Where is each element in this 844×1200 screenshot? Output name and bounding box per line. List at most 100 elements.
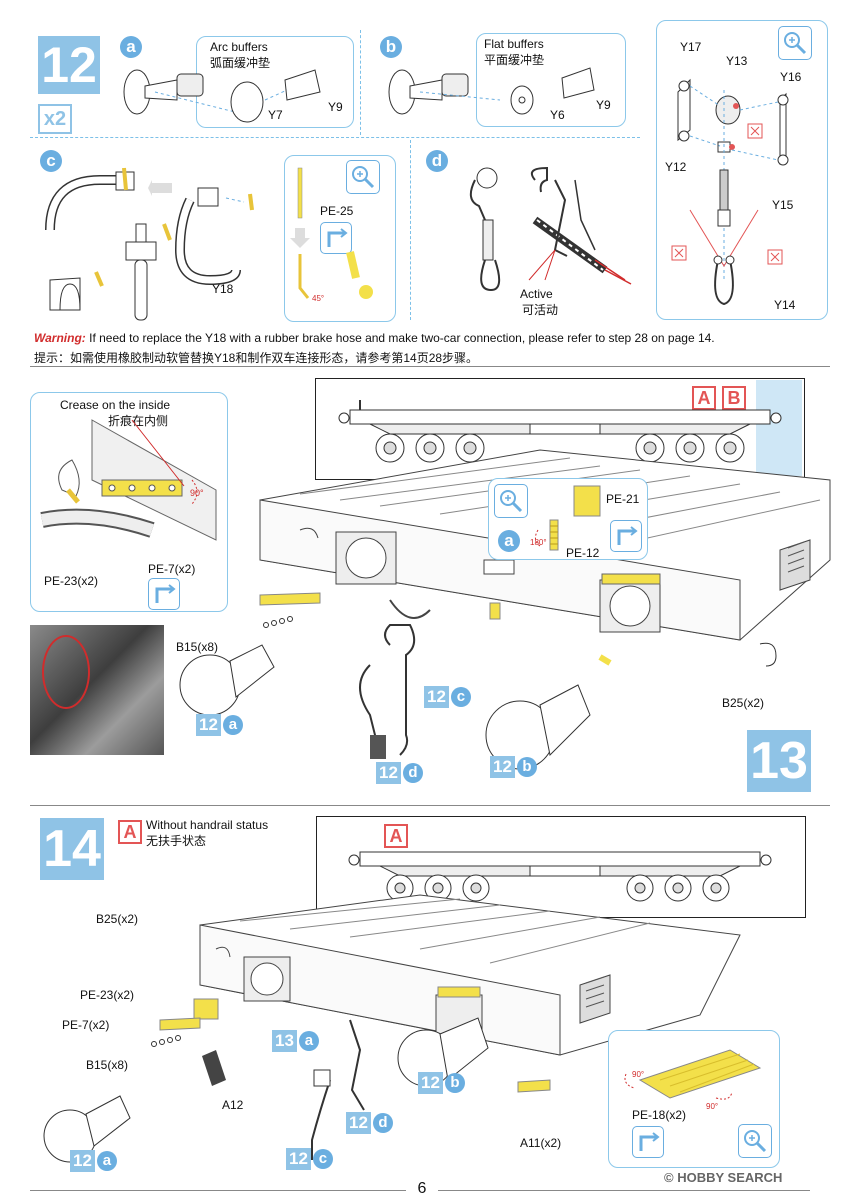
zoom-magnifier-icon xyxy=(346,160,380,194)
coupler-detail-panel xyxy=(656,20,828,320)
part-y9-label-b: Y9 xyxy=(596,98,611,112)
flat-buffer-exploded-drawing xyxy=(388,67,595,115)
bend-icon xyxy=(320,222,352,254)
flat-buffers-title-zh: 平面缓冲垫 xyxy=(484,53,545,67)
part-y14-label: Y14 xyxy=(774,298,796,312)
part-y9-label-a: Y9 xyxy=(328,100,343,114)
warning-body: If need to replace the Y18 with a rubber… xyxy=(85,331,715,345)
step12-multiplier: x2 xyxy=(38,104,72,134)
arc-buffers-title: Arc buffers xyxy=(210,40,268,54)
step12-number: 12 xyxy=(38,36,100,94)
step12-divider-h xyxy=(30,137,640,138)
wagon-side-drawing xyxy=(338,400,782,463)
step12-d-badge: d xyxy=(426,150,448,172)
bend-icon xyxy=(148,578,180,610)
a12-label: A12 xyxy=(222,1098,244,1112)
crease-label-zh: 折痕在内侧 xyxy=(108,414,169,428)
warning-text: Warning: If need to replace the Y18 with… xyxy=(34,331,715,345)
warning-label: Warning: xyxy=(34,331,86,345)
step12-a-panel xyxy=(196,36,354,128)
flat-buffers-title: Flat buffers xyxy=(484,37,544,51)
active-label-zh: 可活动 xyxy=(522,303,559,317)
step12-b-badge: b xyxy=(380,36,402,58)
without-handrail-label-zh: 无扶手状态 xyxy=(146,834,207,848)
variant-a-box: A xyxy=(118,820,142,844)
coupler-exploded-drawing xyxy=(671,78,789,306)
bend-icon xyxy=(632,1126,664,1158)
ref-number: 12 xyxy=(286,1148,311,1170)
zoom-magnifier-icon xyxy=(494,484,528,518)
part-y6-label: Y6 xyxy=(550,108,565,122)
angle-90-label: 90° xyxy=(190,488,204,498)
variant-a-box: A xyxy=(692,386,716,410)
brake-hose-drawing xyxy=(45,167,254,321)
ref-letter: b xyxy=(516,757,537,777)
ref-letter: a xyxy=(298,1031,319,1051)
arc-buffer-exploded-drawing xyxy=(123,69,321,123)
part-y13-label: Y13 xyxy=(726,54,748,68)
angle-45-label: 45° xyxy=(312,294,325,303)
warning-text-zh: 提示：如需使用橡胶制动软管替换Y18和制作双车连接形态，请参考第14页28步骤。 xyxy=(34,351,479,365)
ref-number: 12 xyxy=(70,1150,95,1172)
part-y17-label: Y17 xyxy=(680,40,702,54)
ref-number: 12 xyxy=(490,756,515,778)
pe23-label: PE-23(x2) xyxy=(80,988,135,1002)
b15-label: B15(x8) xyxy=(176,640,219,654)
ref-number: 12 xyxy=(196,714,221,736)
ref-number: 13 xyxy=(272,1030,297,1052)
angle-90-label-b: 90° xyxy=(706,1102,719,1111)
step12-divider-v1 xyxy=(360,30,361,135)
pe12-label: PE-12 xyxy=(566,546,600,560)
ref-letter: c xyxy=(450,687,471,707)
step14-parts-drawing xyxy=(43,1017,551,1163)
b25-part-drawing xyxy=(759,642,777,667)
watermark-mark: © xyxy=(664,1170,674,1185)
ref-letter: d xyxy=(372,1113,393,1133)
a11-label: A11(x2) xyxy=(520,1136,562,1150)
b15-label: B15(x8) xyxy=(86,1058,129,1072)
section-divider-1 xyxy=(30,366,830,367)
part-y16-label: Y16 xyxy=(780,70,802,84)
part-y12-label: Y12 xyxy=(665,160,687,174)
variant-a-box: A xyxy=(384,824,408,848)
photo-highlight-circle xyxy=(42,635,90,709)
step13-number: 13 xyxy=(747,730,811,792)
ref-letter: a xyxy=(96,1151,117,1171)
pe21-label: PE-21 xyxy=(606,492,640,506)
ref-number: 12 xyxy=(376,762,401,784)
pe21-pe12-drawing xyxy=(534,485,601,551)
arc-buffers-title-zh: 弧面缓冲垫 xyxy=(210,56,271,70)
step12-b-panel xyxy=(476,33,626,127)
variant-b-box: B xyxy=(722,386,746,410)
coupler-hook-drawing xyxy=(469,166,632,292)
step12-divider-v2 xyxy=(410,140,411,320)
pe25-bend-drawing xyxy=(290,167,373,299)
zoom-magnifier-icon xyxy=(778,26,812,60)
part-pe25-label: PE-25 xyxy=(320,204,354,218)
ref-number: 12 xyxy=(418,1072,443,1094)
zoom-magnifier-icon xyxy=(738,1124,772,1158)
active-label: Active xyxy=(520,287,553,301)
watermark: © HOBBY SEARCH xyxy=(664,1170,782,1185)
angle-90-label-a: 90° xyxy=(632,1070,645,1079)
without-handrail-label: Without handrail status xyxy=(146,818,269,832)
part-y15-label: Y15 xyxy=(772,198,794,212)
pe18-label: PE-18(x2) xyxy=(632,1108,687,1122)
step12-a-badge: a xyxy=(120,36,142,58)
pe7-label: PE-7(x2) xyxy=(148,562,196,576)
page-number: 6 xyxy=(406,1180,438,1198)
bend-icon xyxy=(610,520,642,552)
ref-letter: d xyxy=(402,763,423,783)
angle-180-label: 180° xyxy=(530,538,547,547)
ref-number: 12 xyxy=(346,1112,371,1134)
part-y7-label: Y7 xyxy=(268,108,283,122)
ref-letter: a xyxy=(222,715,243,735)
crease-detail-drawing xyxy=(40,419,217,541)
